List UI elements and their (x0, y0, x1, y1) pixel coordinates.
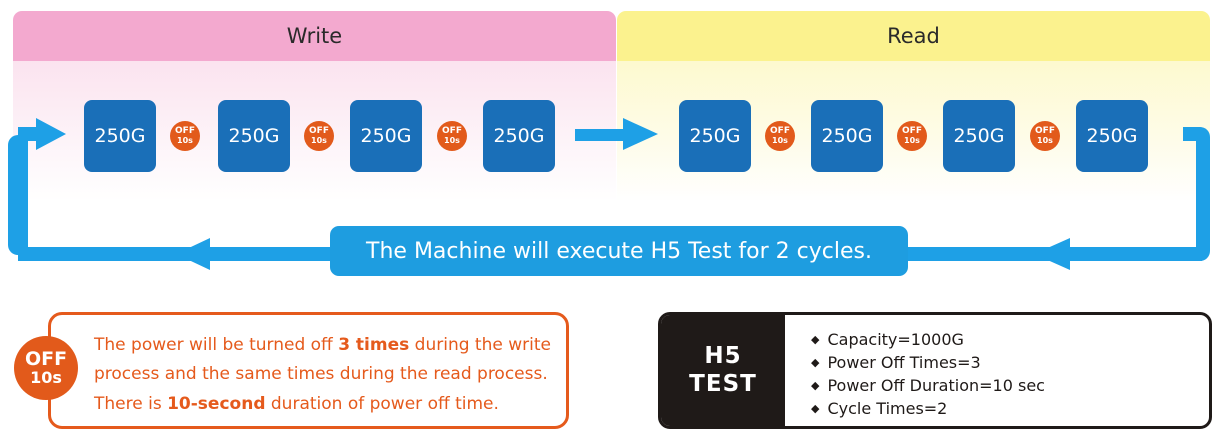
spec-item-text: Power Off Duration=10 sec (827, 376, 1045, 395)
info-line-1: The power will be turned off 3 times dur… (94, 335, 551, 355)
off-badge-text: OFF (770, 126, 790, 136)
write-phase-label: Write (286, 24, 343, 48)
spec-item-text: Cycle Times=2 (827, 399, 948, 418)
loop-right-line (1196, 127, 1210, 261)
spec-item-text: Power Off Times=3 (827, 353, 981, 372)
info-line-3-bold: 10-second (167, 394, 266, 414)
write-capacity-box-3: 250G (350, 100, 422, 172)
info-line-1-post: during the write (409, 335, 551, 355)
write-to-read-arrow-icon (623, 118, 658, 150)
read-phase-label: Read (887, 24, 940, 48)
read-phase-header: Read (617, 11, 1210, 61)
off-badge-duration: 10s (444, 136, 460, 145)
spec-item: ◆ Power Off Times=3 (811, 353, 981, 372)
write-capacity-box-4: 250G (483, 100, 555, 172)
read-off-badge-2: OFF 10s (897, 121, 927, 151)
off-badge-text: OFF (902, 126, 922, 136)
write-capacity-box-2: 250G (218, 100, 290, 172)
diamond-bullet-icon: ◆ (811, 379, 820, 392)
loop-entry-arrow-icon (36, 118, 66, 150)
info-badge-duration: 10s (30, 367, 62, 387)
off-badge-duration: 10s (311, 136, 327, 145)
off-badge-duration: 10s (772, 136, 788, 145)
loop-bottom-left-line (18, 247, 330, 261)
read-capacity-box-4: 250G (1076, 100, 1148, 172)
loop-left-line (8, 135, 28, 255)
spec-title-line-1: H5 (704, 342, 742, 369)
spec-item: ◆ Power Off Duration=10 sec (811, 376, 1045, 395)
off-badge-text: OFF (309, 126, 329, 136)
diamond-bullet-icon: ◆ (811, 356, 820, 369)
info-line-3-post: duration of power off time. (265, 394, 499, 414)
off-badge-text: OFF (1035, 126, 1055, 136)
info-line-1-bold: 3 times (338, 335, 410, 355)
off-badge-duration: 10s (1037, 136, 1053, 145)
info-line-3: There is 10-second duration of power off… (94, 394, 499, 414)
write-off-badge-3: OFF 10s (437, 121, 467, 151)
read-capacity-box-1: 250G (679, 100, 751, 172)
read-off-badge-3: OFF 10s (1030, 121, 1060, 151)
info-off-badge: OFF 10s (14, 336, 78, 400)
spec-item: ◆ Capacity=1000G (811, 330, 964, 349)
read-capacity-box-2: 250G (811, 100, 883, 172)
read-capacity-box-3: 250G (943, 100, 1015, 172)
bottom-left-arrow-icon (176, 238, 210, 270)
info-line-1-pre: The power will be turned off (94, 335, 339, 355)
off-badge-text: OFF (175, 126, 195, 136)
diamond-bullet-icon: ◆ (811, 402, 820, 415)
off-badge-duration: 10s (177, 136, 193, 145)
spec-title-line-2: TEST (689, 370, 757, 397)
h5-test-label: H5 TEST (661, 315, 785, 426)
write-phase-header: Write (13, 11, 616, 61)
write-off-badge-2: OFF 10s (304, 121, 334, 151)
write-to-read-line (575, 129, 625, 141)
write-capacity-box-1: 250G (84, 100, 156, 172)
write-off-badge-1: OFF 10s (170, 121, 200, 151)
bottom-right-arrow-icon (1034, 238, 1070, 270)
h5-test-spec-card: H5 TEST ◆ Capacity=1000G ◆ Power Off Tim… (658, 312, 1212, 429)
spec-item: ◆ Cycle Times=2 (811, 399, 947, 418)
cycle-banner: The Machine will execute H5 Test for 2 c… (330, 226, 908, 276)
info-badge-off-text: OFF (24, 347, 68, 370)
read-off-badge-1: OFF 10s (765, 121, 795, 151)
info-line-3-pre: There is (94, 394, 168, 414)
off-badge-text: OFF (442, 126, 462, 136)
diamond-bullet-icon: ◆ (811, 333, 820, 346)
loop-left-top-connector (18, 127, 40, 141)
info-line-2: process and the same times during the re… (94, 364, 548, 384)
spec-item-text: Capacity=1000G (827, 330, 964, 349)
off-badge-duration: 10s (904, 136, 920, 145)
